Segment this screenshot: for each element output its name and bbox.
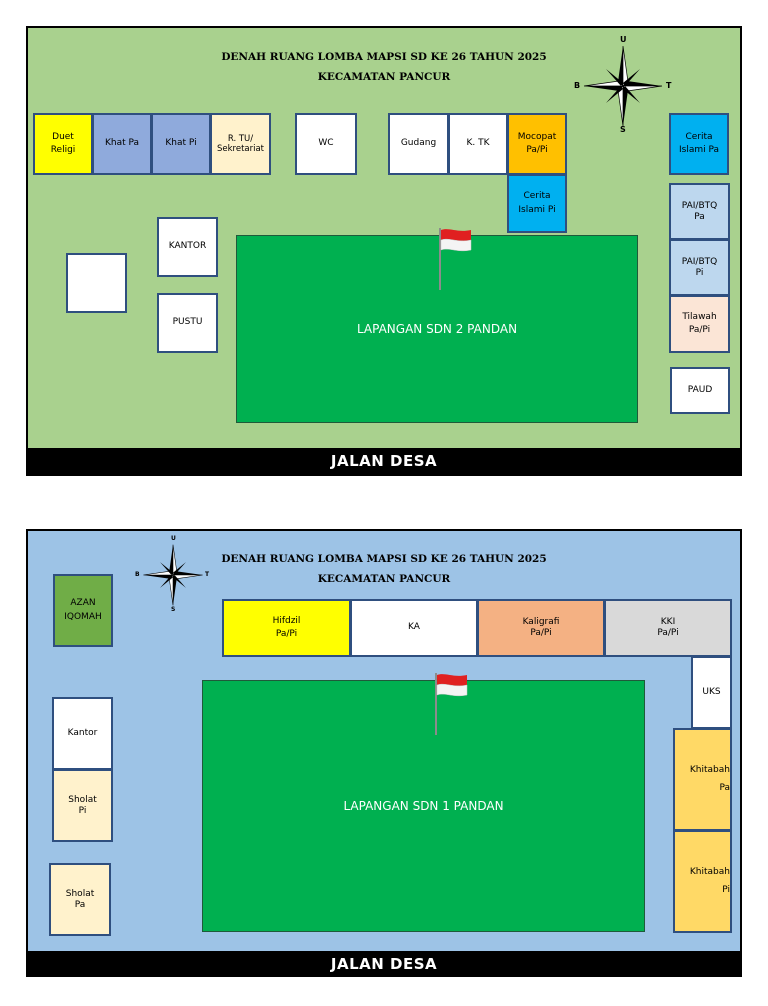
room-pai-btq-pi: PAI/BTQ Pi bbox=[669, 239, 730, 296]
room-kki: KKI Pa/Pi bbox=[604, 599, 732, 657]
room-pai-btq-pa: PAI/BTQ Pa bbox=[669, 183, 730, 240]
room-sholat-pi: Sholat Pi bbox=[52, 769, 113, 842]
room-cerita-islami-pi: Cerita Islami Pi bbox=[507, 174, 567, 233]
room-uks: UKS bbox=[691, 656, 732, 729]
room-azan-iqomah: AZAN IQOMAH bbox=[53, 574, 113, 647]
compass-rose-icon bbox=[143, 544, 203, 606]
road-jalan-desa: JALAN DESA bbox=[28, 951, 740, 975]
compass-north: U bbox=[620, 35, 627, 44]
room-sholat-pa: Sholat Pa bbox=[49, 863, 111, 936]
map-sdn-1-pandan: DENAH RUANG LOMBA MAPSI SD KE 26 TAHUN 2… bbox=[26, 529, 742, 977]
room-tu-sekretariat: R. TU/ Sekretariat bbox=[210, 113, 271, 175]
room-kantor: Kantor bbox=[52, 697, 113, 770]
map-title-line2: KECAMATAN PANCUR bbox=[317, 573, 451, 585]
flag bbox=[437, 226, 473, 290]
indonesian-flag-icon bbox=[439, 228, 472, 290]
indonesian-flag-icon bbox=[435, 673, 468, 735]
room-k-tk: K. TK bbox=[448, 113, 508, 175]
compass-east: T bbox=[666, 81, 672, 90]
room-khitabah-pa: Khitabah Pa bbox=[673, 728, 732, 831]
compass-east: T bbox=[205, 571, 210, 578]
map-sdn-2-pandan: DENAH RUANG LOMBA MAPSI SD KE 26 TAHUN 2… bbox=[26, 26, 742, 476]
room-kaligrafi: Kaligrafi Pa/Pi bbox=[477, 599, 605, 657]
compass-rose: U S B T bbox=[574, 35, 672, 136]
compass-south: S bbox=[171, 606, 176, 613]
flag bbox=[433, 671, 469, 735]
compass-rose: U S B T bbox=[135, 535, 210, 613]
compass-rose-icon bbox=[583, 45, 663, 127]
compass-west: B bbox=[574, 81, 581, 90]
room-khat-pi: Khat Pi bbox=[151, 113, 211, 175]
map-title-line1: DENAH RUANG LOMBA MAPSI SD KE 26 TAHUN 2… bbox=[221, 51, 547, 63]
room-gudang: Gudang bbox=[388, 113, 449, 175]
room-wc: WC bbox=[295, 113, 357, 175]
field-sdn-2-pandan: LAPANGAN SDN 2 PANDAN bbox=[236, 235, 638, 423]
map-title-line2: KECAMATAN PANCUR bbox=[317, 71, 451, 83]
compass-north: U bbox=[171, 535, 176, 542]
room-khitabah-pi: Khitabah Pi bbox=[673, 830, 732, 933]
room-paud: PAUD bbox=[670, 367, 730, 414]
room-kantor: KANTOR bbox=[157, 217, 218, 277]
compass-south: S bbox=[620, 125, 626, 134]
road-jalan-desa: JALAN DESA bbox=[28, 448, 740, 474]
room-duet-religi: Duet Religi bbox=[33, 113, 93, 175]
room-hifdzil: Hifdzil Pa/Pi bbox=[222, 599, 351, 657]
compass-west: B bbox=[135, 571, 140, 578]
room-mocopat: Mocopat Pa/Pi bbox=[507, 113, 567, 175]
room-cerita-islami-pa: Cerita Islami Pa bbox=[669, 113, 729, 175]
room-khat-pa: Khat Pa bbox=[92, 113, 152, 175]
room-ka: KA bbox=[350, 599, 478, 657]
field-sdn-1-pandan: LAPANGAN SDN 1 PANDAN bbox=[202, 680, 645, 932]
room-pustu: PUSTU bbox=[157, 293, 218, 353]
room-unlabeled bbox=[66, 253, 127, 313]
map-title-line1: DENAH RUANG LOMBA MAPSI SD KE 26 TAHUN 2… bbox=[221, 553, 547, 565]
room-tilawah: Tilawah Pa/Pi bbox=[669, 295, 730, 353]
